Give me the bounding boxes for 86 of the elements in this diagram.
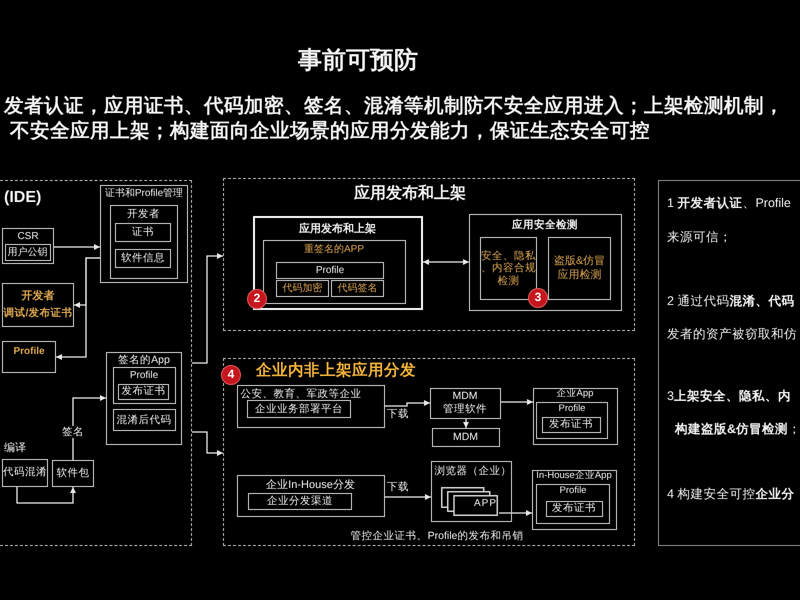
note-panel — [658, 180, 800, 546]
process-box: 发布证书 — [542, 416, 600, 432]
arrow — [16, 487, 76, 504]
subtitle: 不安全应用上架；构建面向企业场景的应用分发能力，保证生态安全可控 — [10, 120, 650, 142]
heading: Profile — [130, 370, 158, 382]
heading: 应用安全检测 — [512, 218, 578, 231]
process-box: Profile — [2, 340, 56, 372]
group-box — [236, 474, 384, 516]
process-box: 发布证书 — [546, 500, 602, 516]
heading: Profile — [560, 486, 586, 497]
heading: In-House企业App — [536, 470, 612, 482]
heading: 重签名的APP — [304, 244, 364, 255]
process-box: 用户公钥 — [4, 244, 50, 261]
note-text: 4 构建安全可控企业分 — [667, 487, 794, 502]
note-text: 来源可信； — [667, 230, 732, 244]
heading: 签名的App — [118, 354, 170, 366]
process-box: 软件包 — [52, 460, 94, 486]
label-text: 开发者 — [22, 290, 54, 302]
process-box: MDM — [432, 428, 500, 446]
heading: 编译 — [4, 442, 26, 454]
heading: Profile — [558, 404, 586, 415]
dashed-group — [0, 180, 192, 546]
edge-label: 下载 — [386, 408, 410, 420]
group-box — [430, 460, 512, 522]
heading: 应用发布和上架 — [354, 185, 466, 204]
heading: 企业In-House分发 — [266, 478, 355, 492]
process-box: 企业业务部署平台 — [247, 400, 351, 418]
group-box — [532, 470, 616, 530]
label-text: 调试/发布证书 — [4, 306, 72, 319]
arrow — [499, 510, 532, 516]
process-box: 代码签名 — [331, 280, 384, 297]
callout-number: 3 — [528, 288, 548, 308]
process-box: 发布证书 — [118, 384, 169, 400]
heading: (IDE) — [4, 189, 42, 208]
note-text: 管控企业证书、Profile的发布和吊销 — [350, 530, 524, 542]
group-box — [536, 484, 610, 524]
process-box: 软件信息 — [115, 248, 171, 268]
process-box — [2, 282, 74, 326]
heading: 浏览器（企业） — [434, 464, 512, 477]
process-box: MDM 管理软件 — [430, 388, 500, 418]
callout-number: 2 — [247, 289, 267, 309]
note-text: 3上架安全、隐私、内 — [667, 389, 791, 404]
process-box: 代码加密 — [276, 280, 329, 297]
group-box — [110, 205, 178, 279]
title: 事前可预防 — [298, 47, 418, 75]
heading: CSR — [17, 230, 39, 242]
arrow — [463, 419, 469, 428]
group-box — [468, 214, 622, 310]
callout-number: 4 — [221, 365, 241, 385]
heading: 企业App — [556, 388, 594, 400]
arrow — [56, 257, 100, 360]
process-box: 企业分发渠道 — [248, 493, 352, 510]
group-box — [2, 228, 54, 264]
group-box — [252, 216, 422, 310]
note-text: 2 通过代码混淆、代码 — [667, 294, 794, 308]
process-box: 证书 — [115, 222, 171, 242]
arrow — [385, 494, 431, 500]
note-text: 构建盗版&仿冒检测； — [675, 422, 800, 436]
process-box: 代码混淆 — [2, 458, 48, 486]
heading: 开发者 — [127, 208, 160, 220]
group-box — [112, 367, 176, 404]
heading: 应用发布和上架 — [299, 222, 376, 236]
heading: 证书和Profile管理 — [104, 188, 184, 199]
note-text: 1 开发者认证、Profile — [667, 196, 791, 210]
group-box — [100, 184, 188, 282]
group-box — [236, 384, 384, 428]
group-box — [532, 388, 618, 444]
edge-label: 签名 — [61, 426, 85, 438]
label-text: APP — [474, 498, 498, 510]
arrow — [385, 400, 430, 407]
arrow — [501, 399, 533, 405]
edge-label: 下载 — [386, 480, 410, 494]
arrow — [192, 431, 223, 456]
heading: 公安、教育、军政等企业 — [240, 388, 362, 400]
group-box — [106, 352, 182, 444]
subtitle: 发者认证，应用证书、代码加密、签名、混淆等机制防不安全应用进入；上架检测机制， — [4, 95, 784, 118]
group-box — [262, 240, 406, 304]
note-text: 发者的资产被窃取和仿 — [667, 327, 797, 342]
process-box: 混淆后代码 — [112, 409, 176, 431]
arrow — [192, 253, 223, 364]
process-box: Profile — [276, 262, 384, 279]
process-box: 盗版&仿冒应用检测 — [548, 237, 611, 300]
arrow — [423, 259, 469, 265]
group-box — [536, 402, 608, 439]
heading: 企业内非上架应用分发 — [256, 362, 416, 380]
arrow — [72, 395, 106, 460]
